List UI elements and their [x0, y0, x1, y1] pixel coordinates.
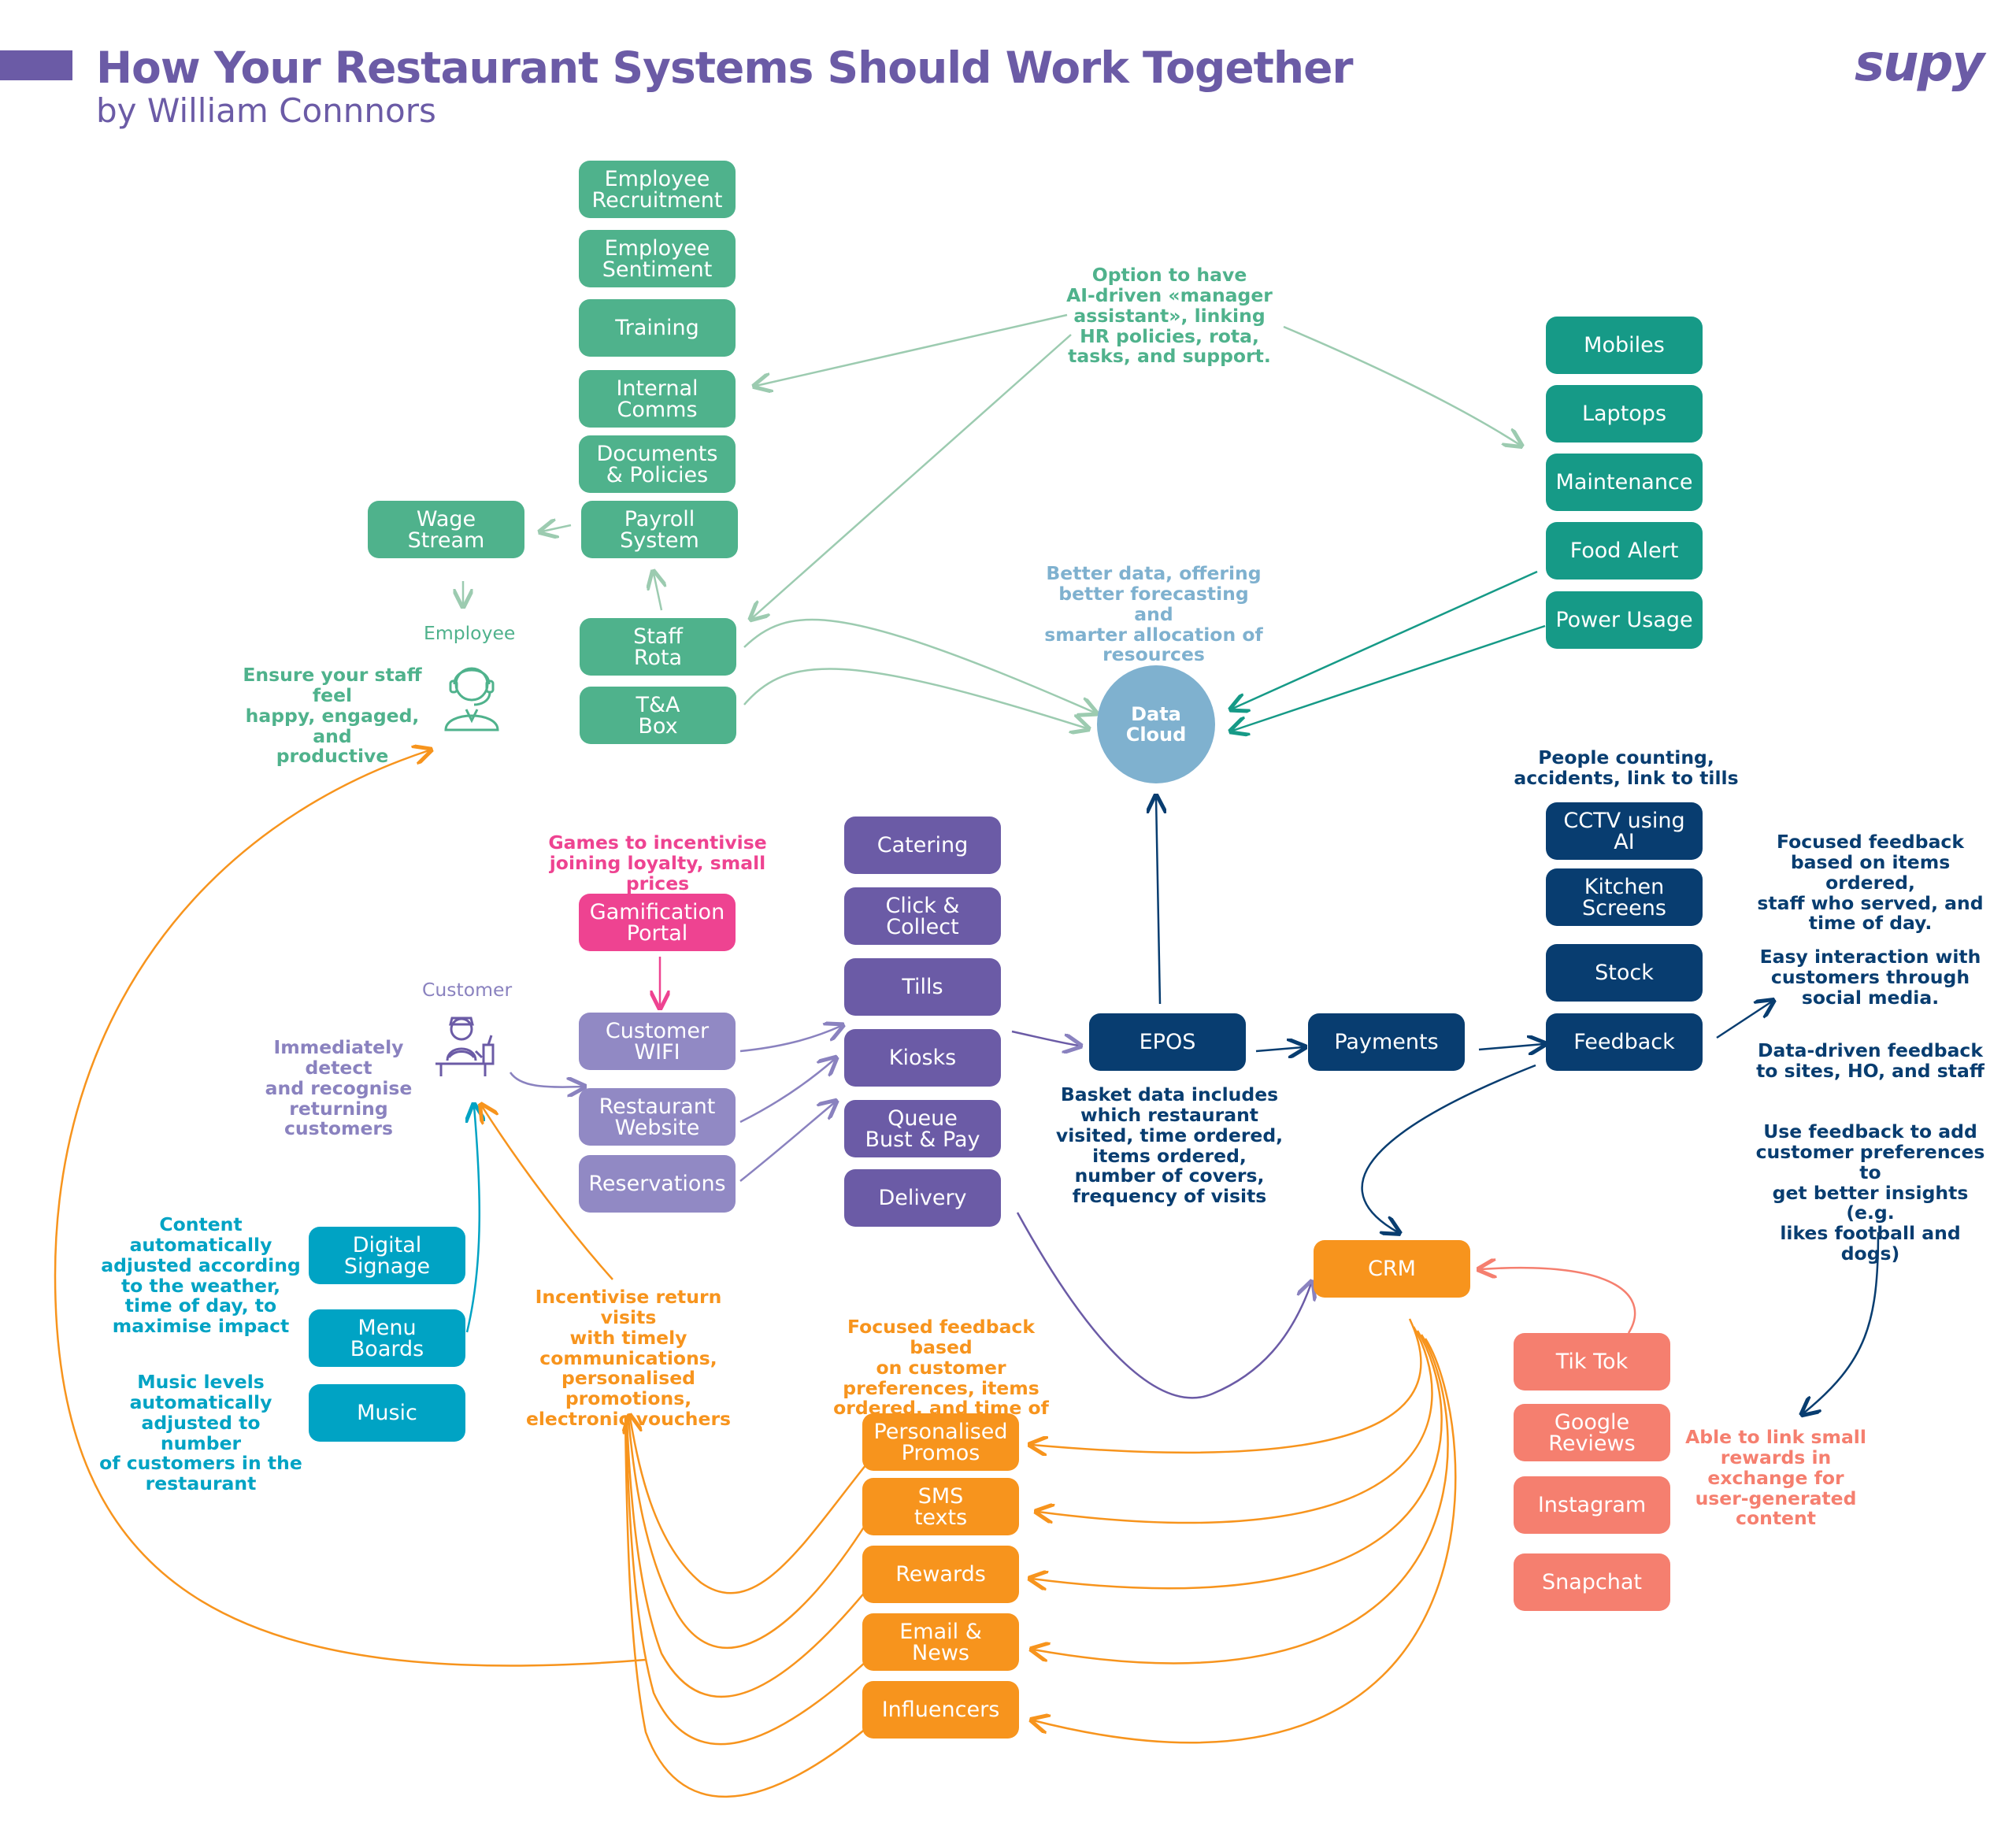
tiktok-box[interactable]: Tik Tok: [1514, 1333, 1670, 1390]
ai-assistant-note: Option to have AI-driven «manager assist…: [1066, 264, 1273, 368]
restaurant-website-box[interactable]: Restaurant Website: [579, 1088, 736, 1146]
customer-wifi-box[interactable]: Customer WIFI: [579, 1013, 736, 1070]
games-note: Games to incentivise joining loyalty, sm…: [548, 831, 767, 894]
customer-label: Customer: [422, 979, 513, 1001]
epos-box[interactable]: EPOS: [1089, 1013, 1246, 1071]
snapchat-box[interactable]: Snapchat: [1514, 1553, 1670, 1611]
customer-dining-icon: [435, 1016, 495, 1076]
feedback-box[interactable]: Feedback: [1546, 1013, 1703, 1071]
delivery-box[interactable]: Delivery: [844, 1169, 1001, 1227]
ai-to-rota-arrow: [752, 334, 1072, 618]
click-collect-box[interactable]: Click & Collect: [844, 887, 1001, 945]
gamification-portal-box[interactable]: Gamification Portal: [579, 894, 736, 951]
content-adjust-note: Content automatically adjusted according…: [101, 1213, 301, 1338]
feedback-to-crm-arrow: [1361, 1064, 1536, 1232]
website-to-ordering-arrow: [739, 1059, 835, 1124]
reservations-to-ordering-arrow: [739, 1102, 835, 1182]
employee-recruitment-box[interactable]: Employee Recruitment: [579, 161, 736, 218]
power-usage-box[interactable]: Power Usage: [1546, 591, 1703, 649]
documents-policies-box[interactable]: Documents & Policies: [579, 435, 736, 493]
employee-label: Employee: [424, 622, 516, 644]
music-adjust-note: Music levels automatically adjusted to n…: [99, 1371, 302, 1495]
payroll-system-box[interactable]: Payroll System: [581, 501, 738, 558]
ta-box[interactable]: T&A Box: [580, 687, 736, 744]
data-cloud-node[interactable]: Data Cloud: [1097, 665, 1215, 783]
maintenance-box[interactable]: Maintenance: [1546, 454, 1703, 511]
email-news-box[interactable]: Email & News: [862, 1613, 1019, 1671]
menu-boards-box[interactable]: Menu Boards: [309, 1309, 465, 1367]
instagram-box[interactable]: Instagram: [1514, 1476, 1670, 1534]
staff-rota-box[interactable]: Staff Rota: [580, 618, 736, 676]
crm-to-email-arrow: [1033, 1334, 1449, 1665]
payments-to-feedback-arrow: [1478, 1044, 1544, 1050]
kitchen-screens-box[interactable]: Kitchen Screens: [1546, 868, 1703, 926]
data-cloud-note: Better data, offering better forecasting…: [1044, 562, 1263, 666]
headset-person-icon: [444, 667, 499, 731]
payroll-to-wage-arrow: [542, 525, 572, 531]
social-rewards-note: Able to link small rewards in exchange f…: [1685, 1426, 1866, 1530]
cctv-note: People counting, accidents, link to till…: [1514, 746, 1739, 789]
crm-box[interactable]: CRM: [1314, 1240, 1470, 1298]
catering-box[interactable]: Catering: [844, 817, 1001, 874]
wage-stream-box[interactable]: Wage Stream: [368, 501, 524, 558]
ta-to-cloud-arrow: [743, 668, 1087, 728]
wifi-to-ordering-arrow: [739, 1026, 841, 1053]
digital-signage-box[interactable]: Digital Signage: [309, 1227, 465, 1284]
mobiles-box[interactable]: Mobiles: [1546, 317, 1703, 374]
foodalert-to-cloud-arrow: [1232, 570, 1538, 709]
kiosks-box[interactable]: Kiosks: [844, 1029, 1001, 1087]
page-subtitle: by William Connnors: [96, 91, 436, 130]
internal-comms-box[interactable]: Internal Comms: [579, 370, 736, 428]
personalised-promos-box[interactable]: Personalised Promos: [862, 1413, 1019, 1471]
customer-to-wifi-arrow: [509, 1072, 583, 1087]
crm-to-rewards-arrow: [1032, 1330, 1443, 1588]
feedback-note-preferences: Use feedback to add customer preferences…: [1755, 1120, 1985, 1265]
employee-note: Ensure your staff feel happy, engaged, a…: [243, 664, 422, 768]
customer-note: Immediately detect and recognise returni…: [265, 1036, 413, 1140]
reservations-box[interactable]: Reservations: [579, 1155, 736, 1213]
epos-to-cloud-arrow: [1156, 798, 1160, 1005]
return-visits-note: Incentivise return visits with timely co…: [525, 1286, 732, 1431]
rewards-box[interactable]: Rewards: [862, 1546, 1019, 1603]
brand-logo: supy: [1855, 35, 1984, 93]
crm-to-sms-arrow: [1038, 1326, 1433, 1524]
social-to-crm-arrow: [1480, 1268, 1636, 1334]
tills-box[interactable]: Tills: [844, 958, 1001, 1016]
laptops-box[interactable]: Laptops: [1546, 385, 1703, 443]
feedback-note-social: Easy interaction with customers through …: [1759, 946, 1981, 1009]
sms-texts-box[interactable]: SMS texts: [862, 1478, 1019, 1535]
ai-to-hr-arrow: [756, 313, 1068, 386]
signage-to-customer-arrow: [467, 1106, 480, 1333]
header-accent-bar: [0, 50, 72, 80]
employee-sentiment-box[interactable]: Employee Sentiment: [579, 230, 736, 287]
epos-note: Basket data includes which restaurant vi…: [1055, 1083, 1284, 1208]
stock-box[interactable]: Stock: [1546, 944, 1703, 1002]
power-to-cloud-arrow: [1232, 624, 1546, 731]
payments-box[interactable]: Payments: [1308, 1013, 1465, 1071]
influencers-box[interactable]: Influencers: [862, 1681, 1019, 1739]
queue-bust-pay-box[interactable]: Queue Bust & Pay: [844, 1100, 1001, 1157]
training-box[interactable]: Training: [579, 299, 736, 357]
google-reviews-box[interactable]: Google Reviews: [1514, 1404, 1670, 1461]
epos-to-payments-arrow: [1255, 1047, 1303, 1051]
ai-to-devices-arrow: [1283, 325, 1520, 445]
music-box[interactable]: Music: [309, 1384, 465, 1442]
page-title: How Your Restaurant Systems Should Work …: [96, 43, 1354, 93]
tills-to-epos-arrow: [1011, 1030, 1079, 1046]
rota-to-payroll-arrow: [654, 573, 662, 611]
food-alert-box[interactable]: Food Alert: [1546, 522, 1703, 580]
feedback-note-focused: Focused feedback based on items ordered,…: [1757, 831, 1984, 935]
feedback-note-data-driven: Data-driven feedback to sites, HO, and s…: [1756, 1039, 1984, 1082]
crm-to-promos-arrow: [1032, 1318, 1422, 1453]
cctv-ai-box[interactable]: CCTV using AI: [1546, 802, 1703, 860]
crm-to-influencers-arrow: [1033, 1338, 1457, 1744]
